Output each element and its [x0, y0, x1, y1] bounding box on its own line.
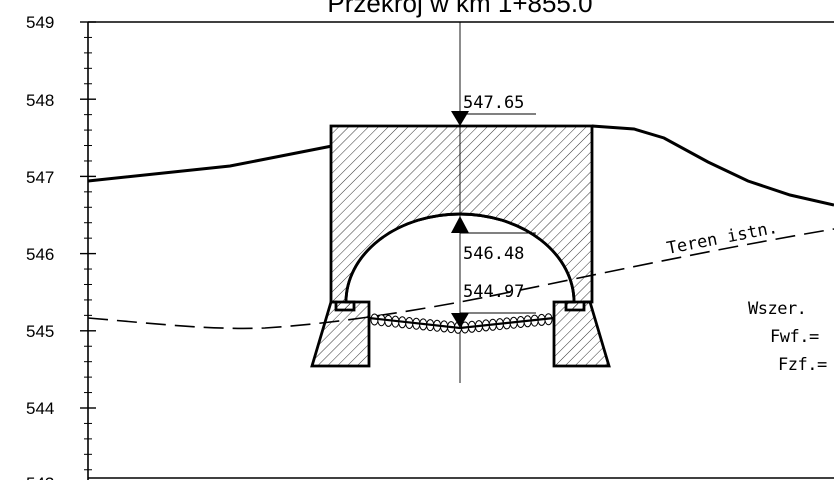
tick-label-543: 543 — [26, 474, 54, 480]
elevation-axis: 549 548 547 546 545 544 543 — [26, 13, 834, 480]
culvert-structure — [329, 124, 594, 312]
crown-elevation-label: 546.48 — [463, 244, 524, 264]
existing-terrain-line — [87, 228, 834, 330]
tick-label-549: 549 — [26, 13, 54, 32]
major-ticks — [80, 21, 96, 409]
tick-label-544: 544 — [26, 399, 54, 418]
width-note: Wszer. — [748, 299, 806, 319]
elevation-marker-crown: 546.48 — [451, 216, 536, 264]
terrain-label: Teren istn. — [665, 218, 779, 259]
right-foundation — [552, 300, 611, 368]
tick-label-547: 547 — [26, 168, 54, 187]
invert-elevation-label: 544.97 — [463, 282, 524, 302]
fzf-note: Fzf.= — [778, 355, 827, 375]
minor-ticks — [84, 36, 92, 471]
top-arrow-icon — [451, 111, 469, 126]
left-foundation — [310, 300, 371, 368]
ground-line-right — [591, 124, 834, 207]
crown-arrow-icon — [451, 216, 469, 233]
fwf-note: Fwf.= — [770, 327, 819, 347]
tick-label-546: 546 — [26, 245, 54, 264]
elevation-marker-invert: 544.97 — [451, 282, 536, 328]
tick-label-548: 548 — [26, 91, 54, 110]
invert-arrow-icon — [451, 313, 469, 328]
culvert-arch — [344, 212, 576, 303]
elevation-marker-top: 547.65 — [451, 93, 536, 126]
ground-line-left — [87, 144, 333, 183]
section-title: Przekrój w km 1+855.0 — [327, 0, 592, 18]
top-elevation-label: 547.65 — [463, 93, 524, 113]
tick-label-545: 545 — [26, 322, 54, 341]
